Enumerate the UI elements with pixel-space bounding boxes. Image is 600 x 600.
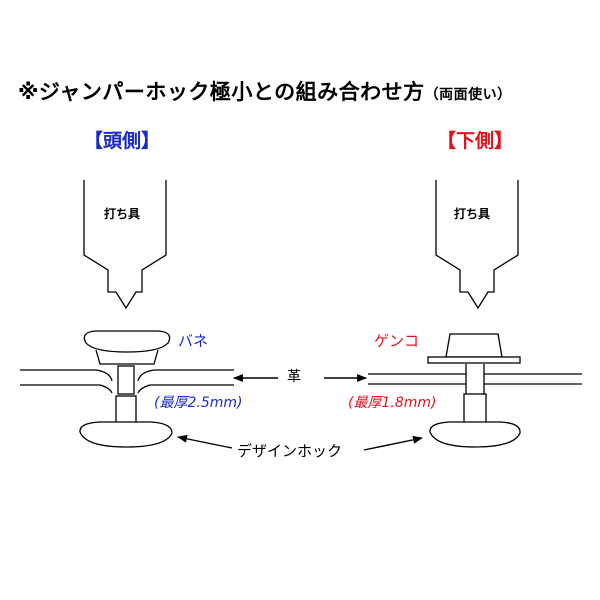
max-thickness-bottom: (最厚1.8mm) [348,395,437,411]
leather-label: 革 [287,369,301,385]
design-hook-head-right [429,421,521,448]
punch-tool-label-right: 打ち具 [454,207,491,221]
design-hook-stem-left [115,395,137,425]
leather-left-a [20,369,113,382]
spring-skirt [95,349,159,365]
post-upper-left [117,365,135,395]
arrow-icon [363,435,423,451]
gyenko-flange [427,356,521,364]
punch-tool-left [83,180,167,310]
bottom-side-label: 【下側】 [437,130,514,152]
arrow-icon [177,434,233,449]
spring-cap [83,330,171,353]
page-title: ※ジャンパーホック極小との組み合わせ方（両面使い） [18,82,512,103]
title-main: ※ジャンパーホック極小との組み合わせ方 [18,80,425,104]
title-sub: （両面使い） [424,87,512,103]
design-hook-stem-right [463,393,487,425]
leather-left-b [20,384,113,394]
leather-left-d [137,384,234,394]
gyenko-label: ゲンコ [374,332,420,350]
leather-left-c [137,369,234,382]
design-hook-label: デザインホック [237,442,343,460]
post-upper-right [465,364,485,394]
design-hook-head-left [79,421,173,448]
max-thickness-head: (最厚2.5mm) [154,395,243,411]
punch-tool-label-left: 打ち具 [104,207,141,221]
spring-label: バネ [178,332,209,350]
punch-tool-right [435,180,519,310]
head-side-label: 【頭側】 [84,130,161,152]
gyenko-body [445,333,503,358]
